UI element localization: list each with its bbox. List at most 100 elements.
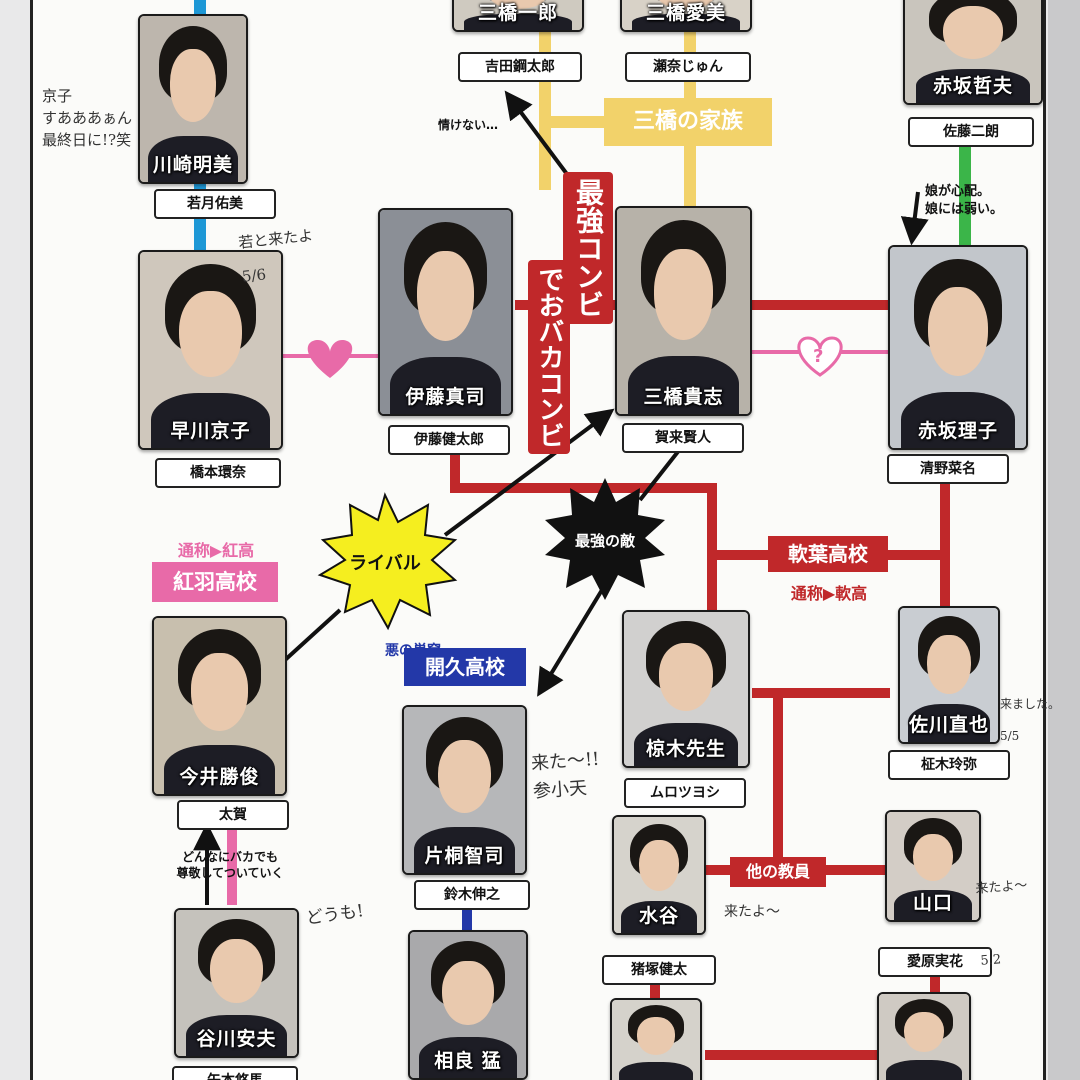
character-card-mizutani: 水谷 [612,815,706,935]
portrait-photo [622,610,750,768]
kaikyu-school-label: 開久高校 [404,648,526,686]
portrait-photo [885,810,981,922]
character-name: 三橋一郎 [477,2,558,24]
enemy-burst [545,478,665,600]
nanyo-alias-label: 通称▶軟高 [790,584,868,603]
character-card-akasaka-tetsuo: 赤坂哲夫 [903,0,1043,105]
portrait-photo [402,705,527,875]
arrow-enemy-b [537,583,607,697]
character-card-akasaka-riko: 赤坂理子 [888,245,1028,450]
portrait-photo [877,992,971,1080]
signature-line: 京子 [42,87,73,105]
arrow-rival [443,408,615,537]
actor-name-box: 太賀 [177,800,289,830]
actor-name-box: 矢本悠馬 [172,1066,298,1080]
actor-name-box: 猪塚健太 [602,955,716,985]
character-card-kuraki-sensei: 椋木先生 [622,610,750,768]
portrait-photo [612,815,706,935]
signature-mizutani-note: 来たよ〜 [724,902,780,922]
actor-name-box: 若月佑美 [154,189,276,219]
other-teachers-label: 他の教員 [730,857,826,887]
actor-name-box: 鈴木伸之 [414,880,530,910]
character-name: 相良 猛 [434,1050,502,1072]
character-name: 山口 [912,892,953,914]
portrait-photo [452,0,584,32]
beniba-school-label: 紅羽高校 [152,562,278,602]
signature-line: 最終日に!?笑 [42,131,132,149]
character-name: 今井勝俊 [179,766,260,788]
imai-note-1: どんなにバカでも [181,850,278,864]
character-card-teacher-b [877,992,971,1080]
beniba-alias-label: 通称▶紅高 [177,541,255,560]
portrait-photo [610,998,702,1080]
character-card-sagara-takeshi: 相良 猛 [408,930,528,1080]
character-name: 川崎明美 [152,154,233,176]
signature-line: 来た〜!! [530,748,601,775]
portrait-photo [888,245,1028,450]
actor-name-box: 柾木玲弥 [888,750,1010,780]
character-card-kawasaki-akemi: 川崎明美 [138,14,248,184]
character-card-yamaguchi: 山口 [885,810,981,922]
portrait-photo [898,606,1000,744]
heart-icon [307,340,353,378]
character-name: 早川京子 [170,420,251,442]
musume-note-1: 娘が心配。 [925,184,991,199]
actor-name-box: 佐藤二朗 [908,117,1034,147]
portrait-photo [408,930,528,1080]
signature-sagawa-note: 来ました。 5/5 [1000,688,1060,752]
portrait-photo [903,0,1043,105]
heart-outline-icon [797,336,843,377]
combo-label-1: 最強コンビ [563,172,613,324]
portrait-photo [152,616,287,796]
signature-line: 来たよ〜 [974,878,1028,897]
character-name: 赤坂哲夫 [932,75,1013,97]
actor-name-box: ムロツヨシ [624,778,746,808]
portrait-photo [615,206,752,416]
character-card-sagawa-naoya: 佐川直也 [898,606,1000,744]
signature-line: 5/5 [1000,729,1020,743]
signature-kyoko-note: 京子すあああぁん最終日に!?笑 [42,85,132,151]
actor-name-box: 愛原実花 [878,947,992,977]
character-card-katagiri-tomoji: 片桐智司 [402,705,527,875]
rival-burst [317,492,458,631]
portrait-photo [138,250,283,450]
enemy-label: 最強の敵 [574,532,635,550]
character-card-hayakawa-kyoko: 早川京子 [138,250,283,450]
musume-note-2: 娘には弱い。 [925,202,1004,217]
character-name: 佐川直也 [908,714,989,736]
portrait-photo [620,0,752,32]
signature-yamaguchi-note: 来たよ〜5.2 [973,850,1035,997]
character-name: 片桐智司 [424,845,505,867]
character-card-teacher-a [610,998,702,1080]
character-name: 三橋愛美 [645,2,726,24]
family-label: 三橋の家族 [604,98,772,146]
actor-name-box: 瀬奈じゅん [625,52,751,82]
portrait-photo [378,208,513,416]
actor-name-box: 橋本環奈 [155,458,281,488]
character-card-imai-katsutoshi: 今井勝俊 [152,616,287,796]
character-name: 水谷 [638,905,679,927]
portrait-photo [174,908,299,1058]
nasakenai-note: 情けない… [438,118,499,132]
character-card-ito-shinji: 伊藤真司 [378,208,513,416]
arrow-musume [900,191,929,246]
character-card-mihashi-takashi: 三橋貴志 [615,206,752,416]
red-line-ito [450,448,717,610]
character-name: 谷川安夫 [196,1028,277,1050]
actor-name-box: 清野菜名 [887,454,1009,484]
signature-line: 来ました。 [1000,697,1061,711]
actor-name-box: 伊藤健太郎 [388,425,510,455]
character-name: 伊藤真司 [405,386,486,408]
signature-line: 参小天 [532,777,588,803]
wall [1048,0,1080,1080]
signature-line: 来たよ〜 [724,904,780,920]
character-card-tanigawa-yasuo: 谷川安夫 [174,908,299,1058]
rival-label: ライバル [349,553,421,574]
character-name: 椋木先生 [645,738,726,760]
nanyo-school-label: 軟葉高校 [768,536,888,572]
actor-name-box: 吉田鋼太郎 [458,52,582,82]
character-name: 赤坂理子 [917,420,998,442]
character-name: 三橋貴志 [643,386,724,408]
